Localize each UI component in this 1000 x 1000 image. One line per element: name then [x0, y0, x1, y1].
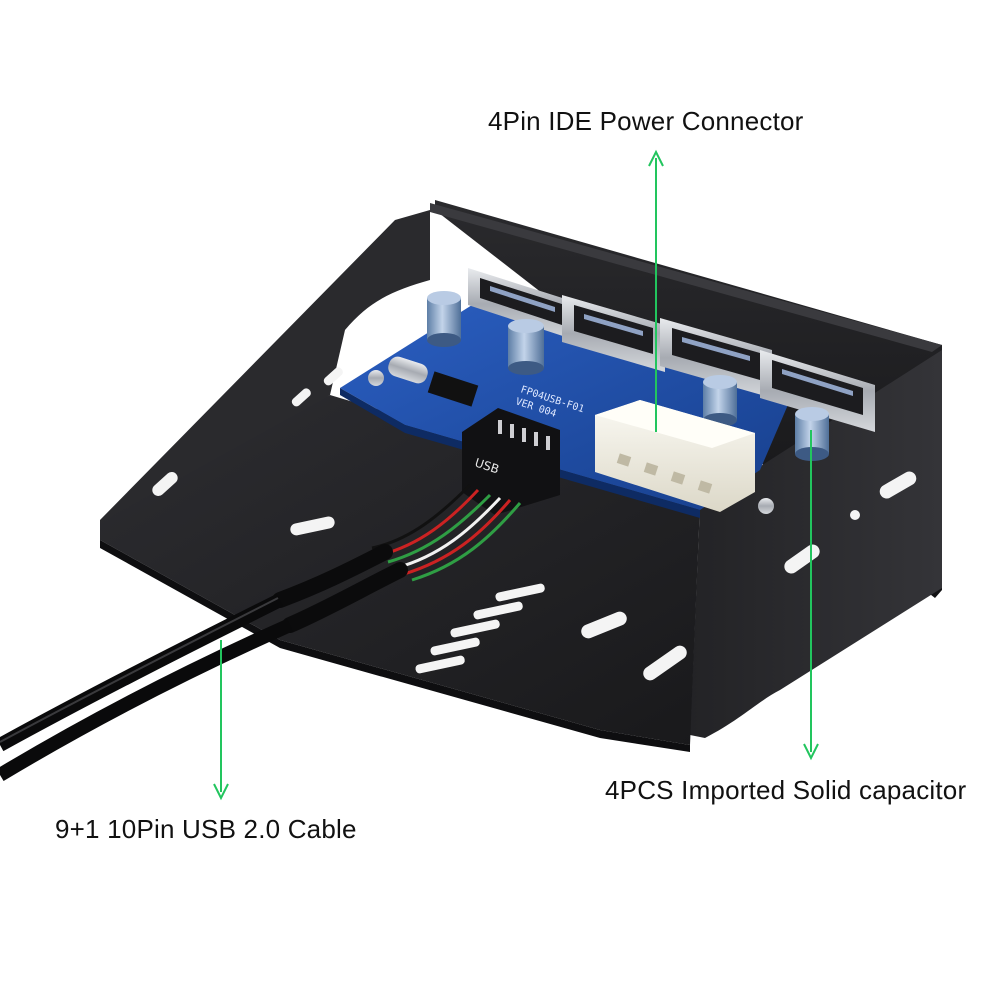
floor-slots: [290, 516, 627, 674]
capacitor-3: [703, 375, 737, 427]
arrow-cable: [213, 640, 229, 801]
molex-power-connector: [595, 400, 755, 512]
usb-port-1: [468, 268, 575, 340]
arrow-power-connector: [648, 149, 664, 432]
capacitor-callout: 4PCS Imported Solid capacitor: [605, 775, 967, 805]
bracket-left-wall: [100, 210, 430, 545]
usb-ports: [468, 268, 875, 432]
bracket-right-wall: [690, 350, 942, 738]
usb-pin-header: USB: [462, 408, 560, 515]
usb-port-2: [562, 295, 665, 372]
power-connector-callout: 4Pin IDE Power Connector: [488, 106, 804, 136]
arrow-capacitor: [803, 430, 819, 761]
capacitor-1: [427, 291, 461, 347]
controller-chip: [427, 371, 479, 407]
crystal-oscillator: [388, 356, 428, 384]
cable-callout: 9+1 10Pin USB 2.0 Cable: [55, 814, 357, 844]
usb-port-3: [660, 318, 772, 398]
usb-cable: [0, 483, 522, 782]
capacitor-2: [508, 319, 544, 375]
usb-port-4: [760, 350, 875, 432]
